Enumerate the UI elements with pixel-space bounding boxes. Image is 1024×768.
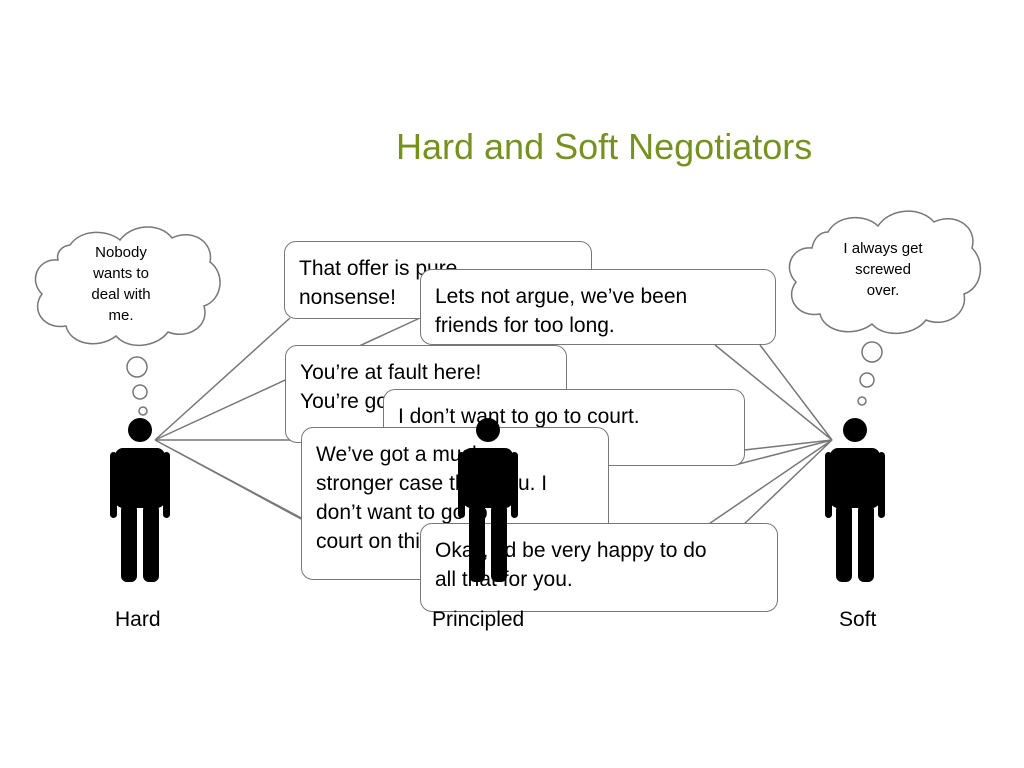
hard-thought-dot-3 bbox=[138, 406, 148, 416]
hard-thought-dot-2 bbox=[132, 384, 148, 400]
soft-thought-dot-1 bbox=[861, 341, 883, 363]
hard-person-icon bbox=[110, 418, 170, 582]
principled-person-icon bbox=[458, 418, 518, 582]
hard-thought-dot-1 bbox=[126, 356, 148, 378]
soft-label: Soft bbox=[839, 608, 877, 631]
soft-thought-text: I always get screwed over. bbox=[843, 240, 923, 299]
soft-speech-bubble-1: Lets not argue, we’ve been friends for t… bbox=[420, 269, 776, 345]
hard-label: Hard bbox=[115, 608, 161, 631]
soft-thought-dot-3 bbox=[857, 396, 867, 406]
soft-person-icon bbox=[825, 418, 885, 582]
hard-connector-3 bbox=[154, 439, 341, 541]
hard-thought-text: Nobody wants to deal with me. bbox=[91, 244, 151, 324]
slide-title: Hard and Soft Negotiators bbox=[396, 126, 813, 167]
soft-connector-3 bbox=[699, 439, 833, 531]
soft-thought-dot-2 bbox=[859, 372, 875, 388]
hard-thought-cloud bbox=[34, 226, 221, 347]
soft-thought-cloud bbox=[788, 210, 982, 335]
principled-label: Principled bbox=[432, 608, 525, 631]
